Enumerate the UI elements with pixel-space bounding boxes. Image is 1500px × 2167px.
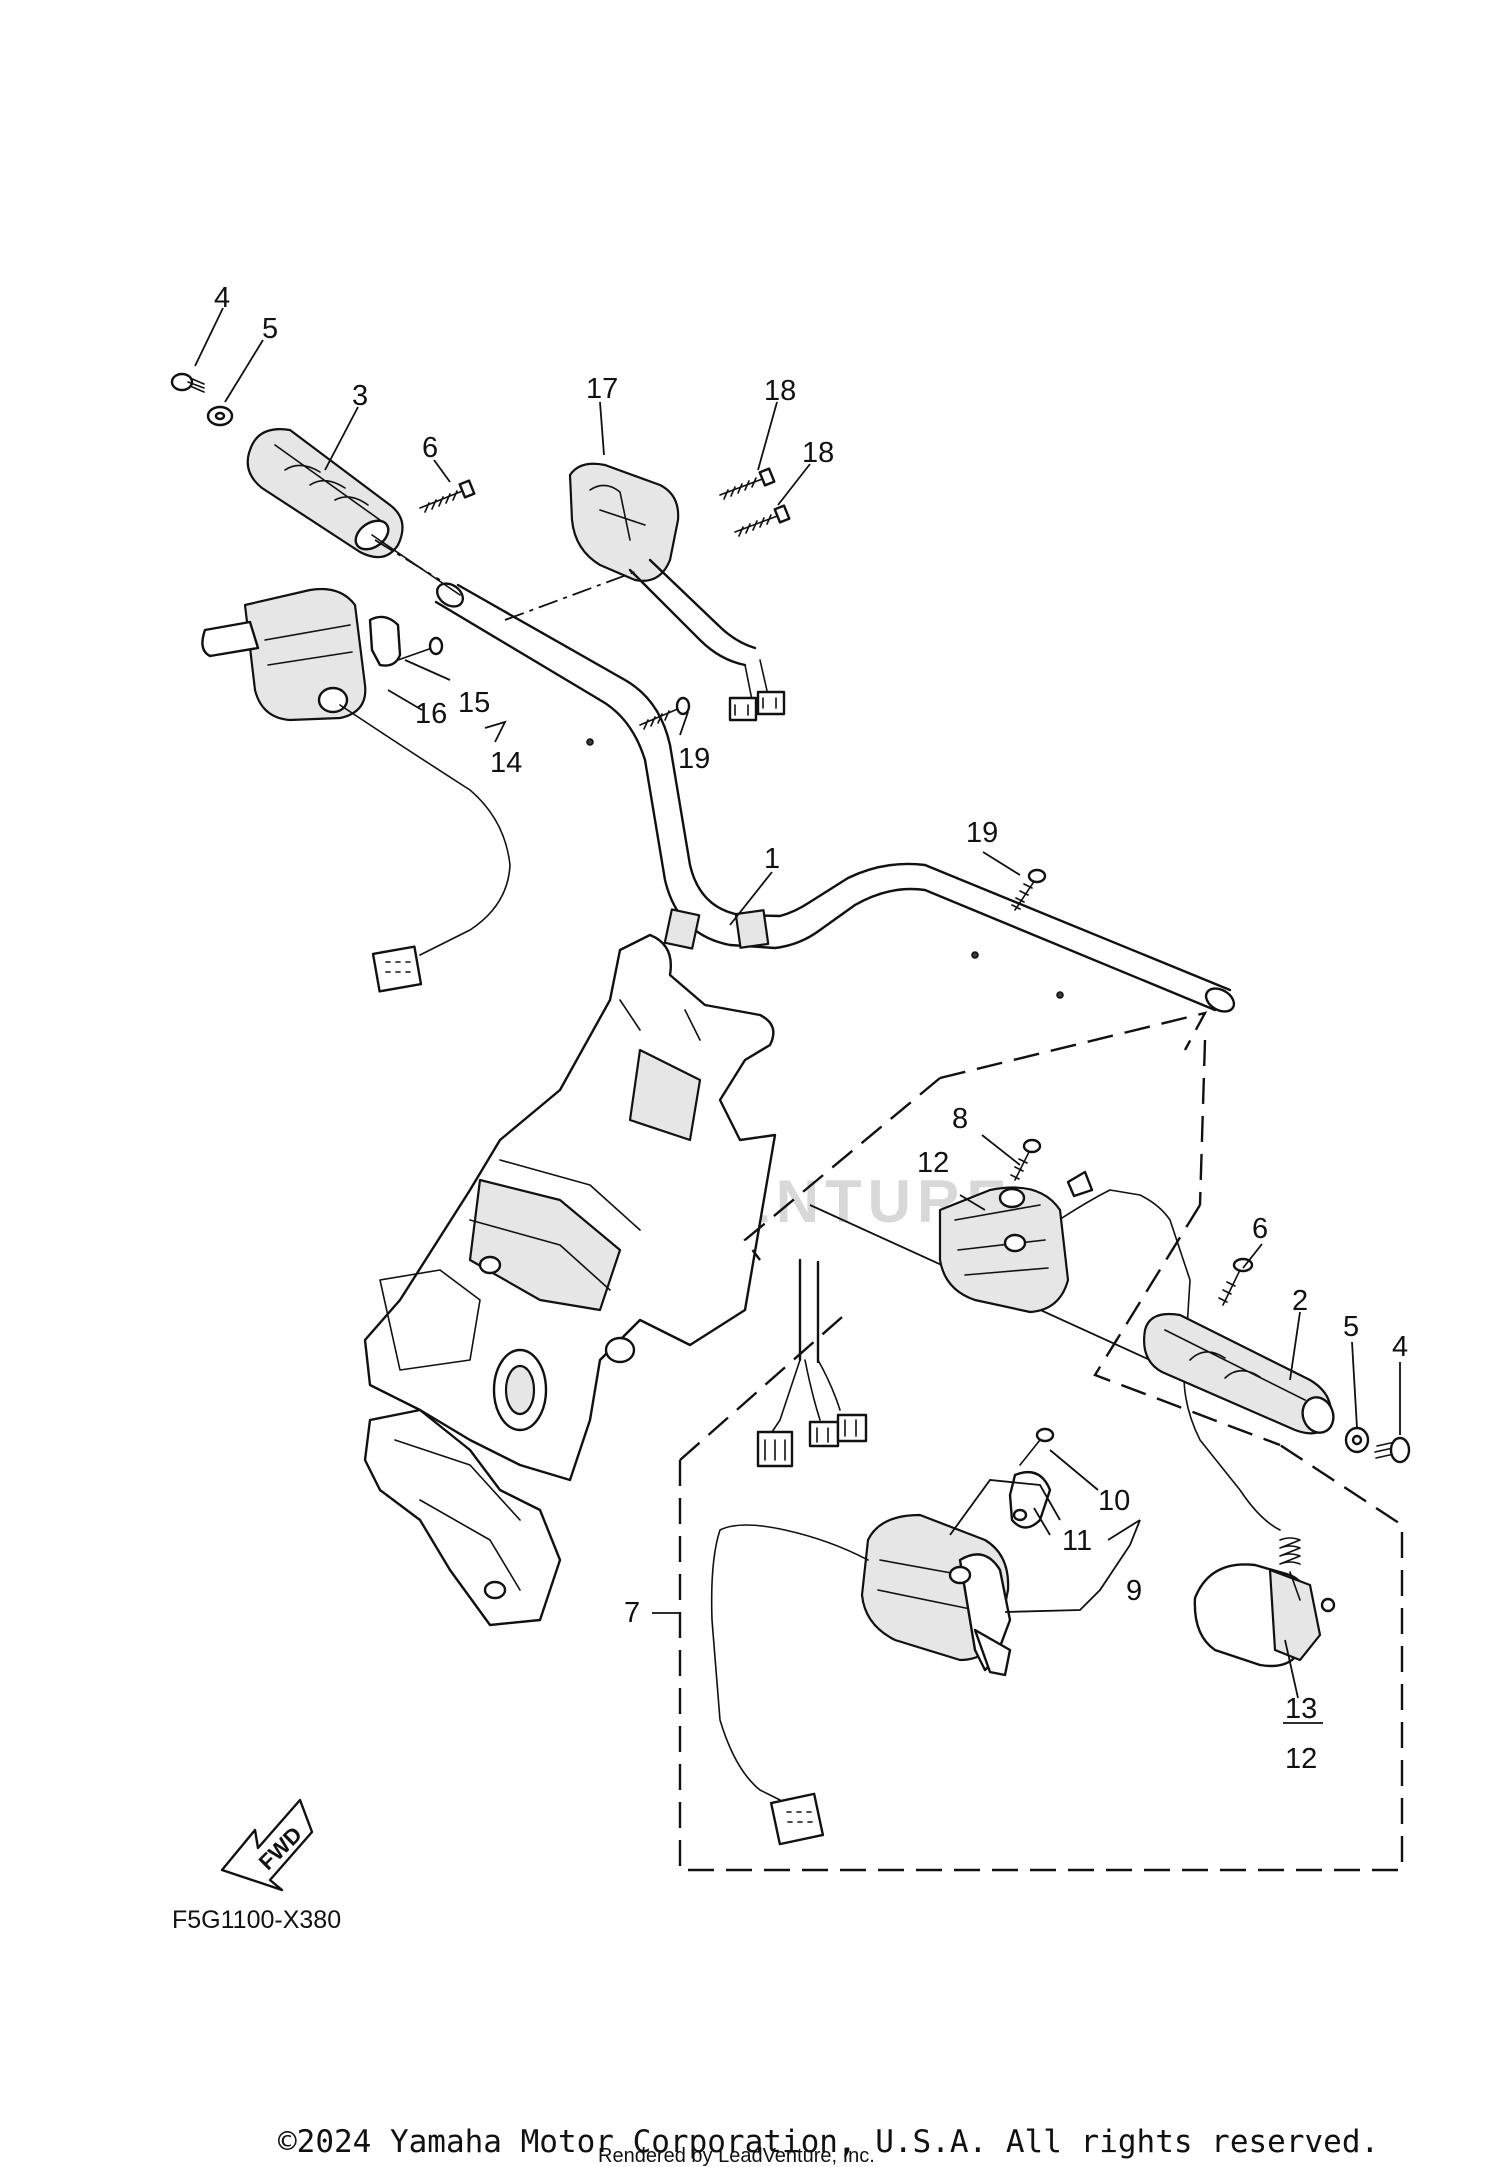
callout-labels: 4 5 3 6 17 18 18 15 16 14 19 19 1 8 12 6… xyxy=(214,282,1408,1775)
screw-part-15[interactable] xyxy=(397,636,444,661)
wiring-harness[interactable] xyxy=(756,1258,868,1468)
screw-part-18-lower[interactable] xyxy=(734,504,791,537)
screw-part-8[interactable] xyxy=(1010,1138,1042,1181)
callout-10: 10 xyxy=(1098,1485,1130,1517)
switch-housing-part-17[interactable] xyxy=(568,462,786,722)
washer-part-5-left[interactable] xyxy=(206,405,234,427)
callout-18-lower: 18 xyxy=(802,437,834,469)
washer-part-5-right[interactable] xyxy=(1344,1426,1370,1454)
steering-bracket xyxy=(363,933,777,1627)
callout-4-left: 4 xyxy=(214,282,230,314)
callout-5-left: 5 xyxy=(262,313,278,345)
callout-6-right: 6 xyxy=(1252,1213,1268,1245)
callout-6-left: 6 xyxy=(422,432,438,464)
callout-5-right: 5 xyxy=(1343,1311,1359,1343)
callout-19-right: 19 xyxy=(966,817,998,849)
grip-part-2[interactable] xyxy=(1143,1312,1338,1437)
callout-11: 11 xyxy=(1062,1525,1092,1557)
screw-part-19-right[interactable] xyxy=(1011,868,1047,911)
grip-part-3[interactable] xyxy=(246,428,461,596)
switch-part-13[interactable] xyxy=(1193,1537,1336,1668)
copyright-text: ©2024 Yamaha Motor Corporation, U.S.A. A… xyxy=(278,2124,1379,2160)
switch-housing-part-12[interactable] xyxy=(938,1170,1281,1531)
callout-7: 7 xyxy=(624,1597,640,1629)
rendered-by-text: Rendered by LeadVenture, Inc. xyxy=(598,2145,875,2167)
callout-9: 9 xyxy=(1126,1575,1142,1607)
screw-part-18-upper[interactable] xyxy=(719,467,776,500)
callout-12-lower: 12 xyxy=(1285,1743,1317,1775)
diagram-code: F5G1100-X380 xyxy=(172,1906,341,1934)
forward-direction-indicator: FWD xyxy=(220,1798,314,1892)
clamp-part-11[interactable] xyxy=(1008,1470,1052,1529)
screw-part-10[interactable] xyxy=(1019,1427,1055,1466)
bolt-part-4-right[interactable] xyxy=(1374,1436,1411,1464)
callout-2: 2 xyxy=(1292,1285,1308,1317)
callout-13: 13 xyxy=(1285,1693,1317,1725)
callout-4-right: 4 xyxy=(1392,1331,1408,1363)
bolt-part-4-left[interactable] xyxy=(170,372,205,393)
callout-3: 3 xyxy=(352,380,368,412)
callout-18-upper: 18 xyxy=(764,375,796,407)
screw-part-6-left[interactable] xyxy=(419,479,476,513)
callout-17: 17 xyxy=(586,373,618,405)
switch-assembly-part-14[interactable] xyxy=(201,587,511,993)
screw-part-19-left[interactable] xyxy=(639,696,691,730)
callout-16: 16 xyxy=(415,698,447,730)
callout-1: 1 xyxy=(764,843,780,875)
screw-part-6-right[interactable] xyxy=(1218,1257,1254,1306)
callout-15: 15 xyxy=(458,687,490,719)
lever-housing-part-9[interactable] xyxy=(710,1513,1012,1846)
callout-14: 14 xyxy=(490,747,522,779)
handlebar-part-1[interactable] xyxy=(433,579,1238,1016)
callout-12-upper: 12 xyxy=(917,1147,949,1179)
callout-8: 8 xyxy=(952,1103,968,1135)
callout-19-left: 19 xyxy=(678,743,710,775)
clamp-part-16[interactable] xyxy=(368,615,402,667)
assembly-outline-part-7 xyxy=(678,1011,1404,1872)
cable-routing-9 xyxy=(949,1479,1061,1536)
fwd-arrow-icon xyxy=(220,1798,314,1892)
leader-lines xyxy=(194,307,1401,1724)
